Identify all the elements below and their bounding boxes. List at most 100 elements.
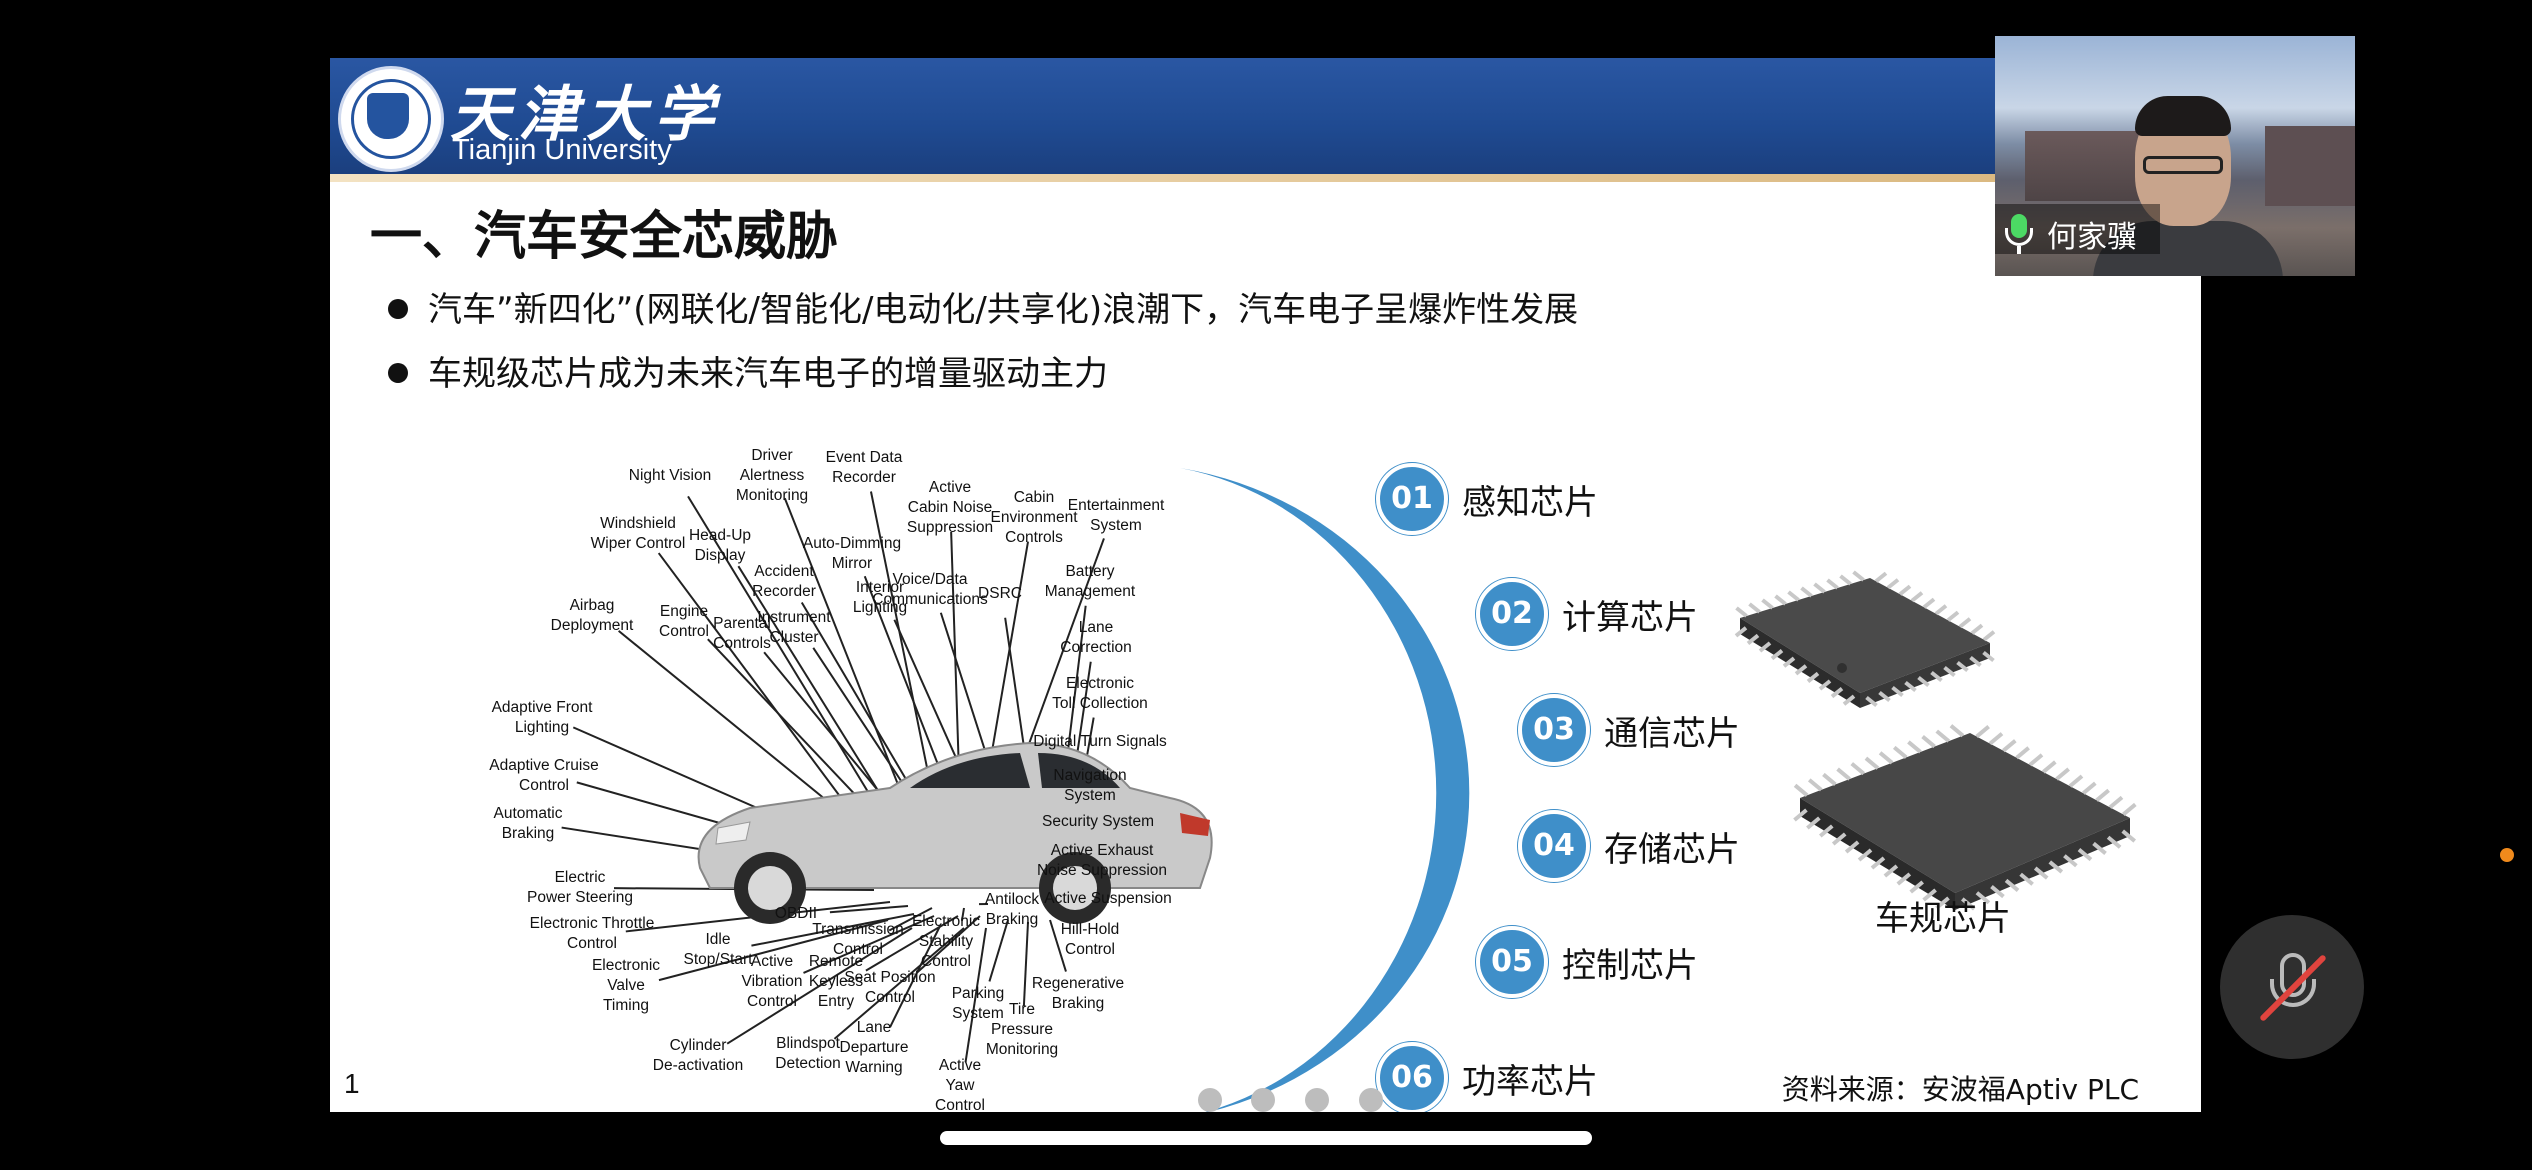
presentation-slide: 天津大学 Tianjin University 一、汽车安全芯威胁 汽车”新四化… <box>330 58 2201 1112</box>
feature-label: Security System <box>1042 813 1154 830</box>
leader-line <box>726 927 913 1045</box>
category-label: 计算芯片 <box>1562 598 1698 638</box>
slide-source: 资料来源：安波福Aptiv PLC <box>1781 1073 2139 1106</box>
recording-indicator <box>2500 848 2514 862</box>
feature-label: Digital Turn Signals <box>1033 733 1167 750</box>
feature-label: Active Suspension <box>1044 890 1172 907</box>
leader-line <box>889 925 941 1028</box>
university-name-cn: 天津大学 <box>450 80 722 150</box>
diagram-graphics <box>561 468 2137 1112</box>
category-label: 通信芯片 <box>1604 714 1740 754</box>
chip-caption: 车规芯片 <box>1875 899 2011 939</box>
pager-dot[interactable] <box>1305 1088 1329 1112</box>
category-label: 功率芯片 <box>1462 1062 1598 1102</box>
university-name-en: Tianjin University <box>452 134 672 166</box>
bullet-dot-icon <box>388 362 408 383</box>
leader-line <box>1022 921 1029 1007</box>
participant-body <box>2093 221 2283 276</box>
crescent-arc <box>1180 468 1470 1112</box>
feature-label: Night Vision <box>628 467 712 484</box>
chip-image-small <box>1740 578 1990 708</box>
slide-banner: 天津大学 Tianjin University <box>330 58 2201 174</box>
banner-divider <box>330 174 2201 182</box>
pager-dot[interactable] <box>1359 1088 1383 1112</box>
leader-line <box>829 905 909 914</box>
participant-name: 何家骥 <box>2047 220 2137 255</box>
chip-image-large <box>1800 733 2130 910</box>
participant-video-tile[interactable]: 何家骥 <box>1995 36 2355 276</box>
leader-line <box>1049 919 1067 972</box>
leader-line <box>960 907 965 921</box>
pager-dot[interactable] <box>1251 1088 1275 1112</box>
university-seal-logo <box>338 66 444 172</box>
leader-line <box>658 919 889 982</box>
car-image <box>697 741 1213 924</box>
mute-toggle-button[interactable] <box>2220 915 2364 1059</box>
glasses <box>2143 156 2223 174</box>
bullet-dot-icon <box>388 298 408 319</box>
leader-line <box>988 919 1009 982</box>
slide-title: 一、汽车安全芯威胁 <box>370 207 839 267</box>
pager-dot[interactable] <box>1198 1088 1222 1112</box>
leader-line <box>869 491 937 813</box>
chip-pins <box>1734 570 2137 911</box>
leader-line <box>687 495 891 829</box>
home-indicator[interactable] <box>940 1131 1592 1145</box>
category-number-badge: 02 <box>1476 578 1548 650</box>
category-number-badge: 04 <box>1518 810 1590 882</box>
leader-line <box>964 927 987 1063</box>
slide-page-number: 1 <box>344 1068 360 1099</box>
bullet-item: 车规级芯片成为未来汽车电子的增量驱动主力 <box>388 346 1108 395</box>
category-number-badge: 01 <box>1376 463 1448 535</box>
leader-line <box>803 915 935 974</box>
category-label: 感知芯片 <box>1462 483 1598 523</box>
leader-line <box>915 915 981 974</box>
leader-line <box>888 907 933 932</box>
category-label: 存储芯片 <box>1604 830 1740 870</box>
leader-line <box>657 552 869 835</box>
leader-line <box>833 927 965 1040</box>
category-number-badge: 06 <box>1376 1042 1448 1112</box>
leader-line <box>865 915 959 972</box>
feature-label: OBDII <box>774 905 818 922</box>
category-label: 控制芯片 <box>1562 946 1698 986</box>
bullet-item: 汽车”新四化”(网联化/智能化/电动化/共享化)浪潮下，汽车电子呈爆炸性发展 <box>388 282 1578 331</box>
